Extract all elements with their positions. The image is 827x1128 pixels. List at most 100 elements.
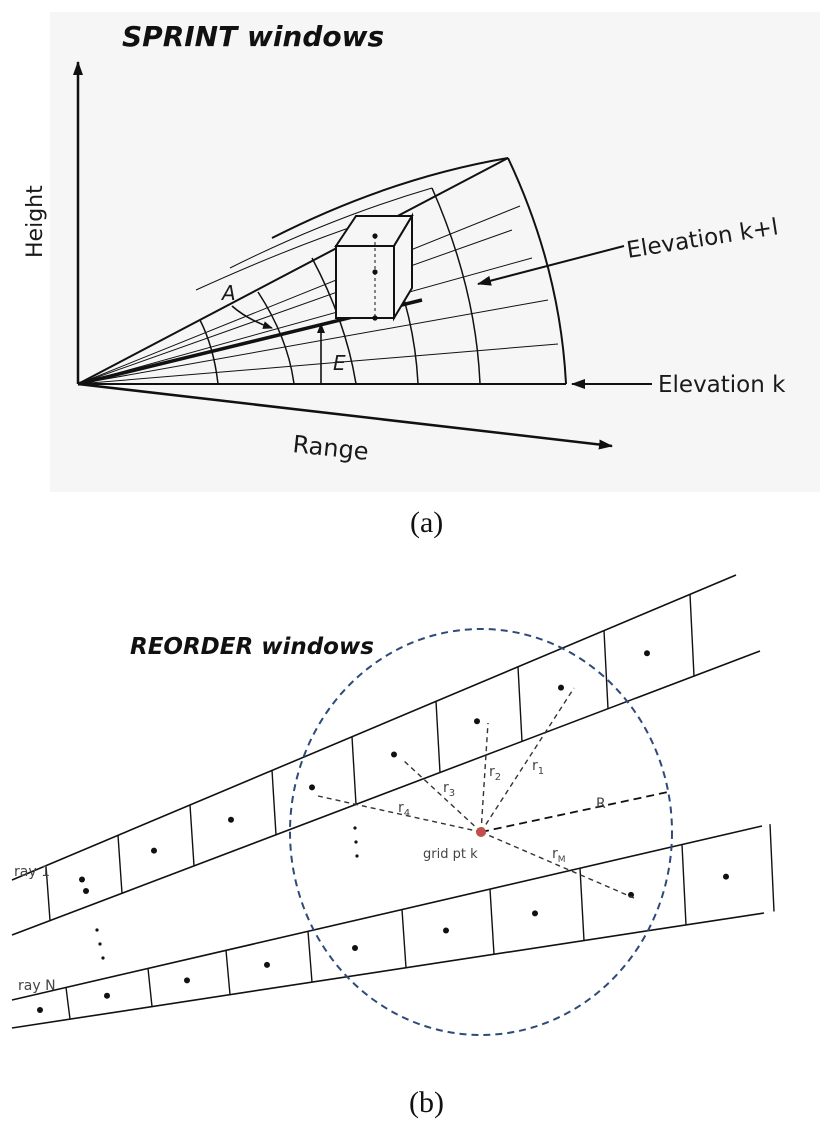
- elevation-symbol: E: [333, 351, 346, 375]
- lower-beam-gate-point: [532, 910, 538, 917]
- lower-beam-cell-divider: [65, 987, 71, 1020]
- lower-beam-cell-divider: [307, 931, 313, 983]
- box-bottom-point: [372, 315, 378, 321]
- lower-beam-gates: [37, 873, 729, 1013]
- elevation-lower-label: Elevation k: [658, 372, 786, 398]
- grid-cell-box: [334, 212, 414, 322]
- box-front-face: [335, 245, 395, 319]
- box-top-point: [372, 233, 378, 239]
- upper-beam-gate-point: [79, 876, 85, 883]
- upper-beam-gate-point: [391, 751, 397, 758]
- ellipsis-dot: [354, 840, 358, 844]
- fan-ray: [77, 257, 533, 385]
- ellipsis-dot: [355, 854, 359, 858]
- upper-beam-gate-point: [83, 888, 89, 894]
- radius-line: [480, 791, 669, 833]
- ellipsis-dot: [98, 942, 102, 946]
- box-center-point: [372, 269, 378, 275]
- distance-label-r3: r3: [443, 780, 455, 799]
- height-axis-label: Height: [23, 185, 48, 258]
- range-arc: [199, 319, 219, 385]
- grid-point: [476, 827, 486, 837]
- azimuth-arrow: [231, 305, 273, 329]
- panel-b: REORDER windows: [11, 574, 775, 1119]
- inner-ellipsis: [353, 826, 359, 858]
- upper-beam-cell-divider: [435, 701, 441, 773]
- lower-beam-cells: [65, 824, 775, 1020]
- lower-beam-gate-point: [184, 977, 190, 984]
- upper-beam-cell-divider: [689, 594, 695, 677]
- distance-line-r1: [480, 687, 575, 833]
- wedge-top-surface: [271, 157, 509, 239]
- upper-beam-cell-divider: [603, 630, 609, 709]
- fan-ray: [77, 299, 549, 385]
- wedge-surface-line: [229, 187, 433, 269]
- distance-label-rM: rM: [552, 846, 566, 865]
- panel-a-background: [50, 12, 820, 492]
- lower-beam-gate-point: [37, 1007, 43, 1013]
- distance-lines: [317, 687, 669, 899]
- upper-beam-cell-divider: [189, 804, 195, 866]
- lower-beam-gate-point: [443, 927, 449, 934]
- distance-labels: r1 r2 r3 r4 rM: [398, 758, 566, 865]
- distance-line-rM: [480, 831, 635, 899]
- upper-beam-cell-divider: [45, 865, 51, 921]
- lower-beam-cell-divider: [579, 868, 585, 941]
- upper-beam-gate-point: [558, 684, 564, 691]
- panel-a-title: SPRINT windows: [122, 20, 384, 53]
- range-axis: [77, 382, 613, 450]
- upper-beam-cell-divider: [117, 835, 123, 894]
- lower-beam-cell-divider: [489, 889, 495, 955]
- fan-ray: [77, 229, 513, 385]
- distance-line-r3: [402, 759, 482, 833]
- lower-beam-gate-point: [264, 961, 270, 968]
- distance-label-r4: r4: [398, 800, 410, 819]
- distance-line-r4: [317, 795, 482, 833]
- lower-beam-gate-point: [723, 873, 729, 880]
- lower-beam-cell-divider: [401, 909, 407, 968]
- upper-beam-bottom-edge: [11, 650, 761, 936]
- upper-beam-cells: [45, 594, 695, 921]
- lower-beam-gate-point: [352, 944, 358, 951]
- ray-first-label: ray 1: [14, 864, 50, 880]
- upper-beam-gate-point: [474, 718, 480, 725]
- distance-label-r1: r1: [532, 758, 544, 777]
- lower-beam-cell-divider: [147, 968, 153, 1007]
- panel-a: SPRINT windows Height Range: [23, 12, 820, 539]
- lower-beam-cell-divider: [769, 824, 775, 912]
- panel-b-caption: (b): [409, 1086, 444, 1119]
- wedge-top-ray: [77, 157, 509, 385]
- upper-beam-cell-divider: [271, 770, 277, 835]
- range-arc: [257, 291, 295, 385]
- upper-beam-cell-divider: [517, 666, 523, 742]
- upper-beam-gate-point: [228, 816, 234, 823]
- ray-last-label: ray N: [18, 978, 56, 994]
- ray-ellipsis: [95, 928, 105, 960]
- lower-beam-gate-point: [104, 992, 110, 999]
- box-side-face: [393, 212, 413, 322]
- ellipsis-dot: [101, 956, 105, 960]
- grid-point-label: grid pt k: [423, 847, 478, 862]
- lower-beam-bottom-edge: [11, 912, 765, 1029]
- upper-beam-cell-divider: [351, 736, 357, 805]
- distance-line-r2: [480, 722, 489, 833]
- lower-beam-cell-divider: [681, 844, 687, 925]
- upper-beam-top-edge: [11, 574, 737, 881]
- distance-label-r2: r2: [489, 764, 501, 783]
- upper-beam-gate-point: [644, 650, 650, 657]
- ellipsis-dot: [353, 826, 357, 830]
- upper-beam-gate-point: [309, 784, 315, 791]
- range-arc: [431, 187, 481, 385]
- lower-beam-cell-divider: [225, 950, 231, 995]
- azimuth-symbol: A: [220, 281, 236, 305]
- ellipsis-dot: [95, 928, 99, 932]
- upper-beam-gates: [79, 650, 650, 894]
- range-arc: [311, 257, 357, 385]
- fan-ray: [77, 205, 521, 385]
- influence-radius-circle: [289, 628, 673, 1036]
- lower-beam-gate-point: [628, 891, 634, 898]
- upper-beam-gate-point: [151, 847, 157, 854]
- panel-b-title: REORDER windows: [130, 634, 374, 660]
- range-arc-outer: [507, 157, 567, 385]
